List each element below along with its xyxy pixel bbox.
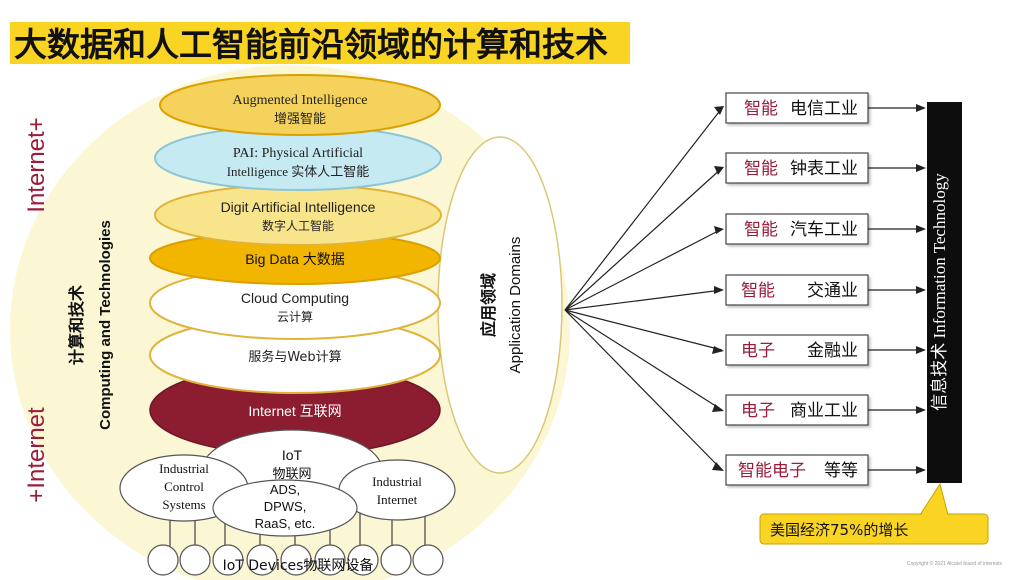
iot-device-circle [412, 544, 444, 576]
industrial-internet-line-1: Industrial [372, 474, 422, 489]
iot-device-circle [147, 544, 179, 576]
big-data-label: Big Data 大数据 [245, 251, 345, 267]
pai-label: PAI: Physical Artificial [233, 146, 363, 161]
iot-label-en: IoT [282, 447, 303, 463]
title-highlight [10, 22, 630, 64]
iot-device-circle [380, 544, 412, 576]
domain-box: 智能 汽车工业 [725, 213, 869, 245]
domain-boxes: 智能 电信工业 智能 钟表工业 智能 汽车工业 智能 交通业 电子 金融业 电子… [725, 92, 869, 486]
plus-internet-label: +Internet [23, 407, 50, 503]
digit-ai-layer [154, 184, 442, 246]
protocols-line-2: DPWS, [264, 499, 307, 514]
domain-suffix: 钟表工业 [790, 159, 858, 179]
iot-device-circle [179, 544, 211, 576]
augmented-intelligence-label-zh: 增强智能 [274, 112, 326, 127]
fan-arrowheads [712, 106, 724, 471]
iot-devices-label: IoT Devices物联网设备 [223, 557, 374, 574]
fan-arrows [564, 107, 723, 471]
domain-suffix: 金融业 [807, 341, 858, 361]
iot-device-circle [212, 544, 244, 576]
ics-line-1: Industrial [159, 461, 209, 476]
augmented-intelligence-layer [159, 74, 441, 136]
domain-box: 智能电子 等等 [725, 454, 869, 486]
it-arrowheads [916, 104, 926, 474]
iot-label-zh: 物联网 [272, 467, 311, 482]
iot-device-circle [280, 544, 312, 576]
growth-callout: 美国经济75%的增长 [759, 482, 989, 545]
digit-ai-label: Digit Artificial Intelligence [221, 199, 376, 215]
iot-hub: IoT 物联网 Industrial Control Systems Indus… [119, 429, 456, 576]
protocols-node [212, 479, 358, 537]
computing-label-zh: 计算和技术 [67, 285, 86, 365]
copyright-text: Copyright © 2021 Alcatel board of intere… [907, 560, 1003, 567]
cloud-computing-label: Cloud Computing [241, 290, 349, 306]
domain-box: 智能 电信工业 [725, 92, 869, 124]
information-technology-bar [927, 102, 962, 483]
it-arrows [868, 107, 918, 471]
domain-suffix: 商业工业 [790, 401, 858, 421]
protocols-line-3: RaaS, etc. [255, 516, 316, 531]
ics-line-3: Systems [162, 497, 205, 512]
domain-prefix: 智能 [744, 159, 778, 179]
domain-suffix: 等等 [824, 461, 858, 481]
domain-suffix: 汽车工业 [790, 220, 858, 240]
digit-ai-label-zh: 数字人工智能 [262, 218, 334, 233]
information-technology-label: 信息技术 Information Technology [930, 173, 949, 411]
pai-label-2: Intelligence 实体人工智能 [227, 164, 370, 179]
application-domains-ellipse [437, 136, 563, 474]
domain-prefix: 智能 [744, 99, 778, 119]
iot-device-circle [314, 544, 346, 576]
layer-stack: Internet 互联网 服务与Web计算 Cloud Computing 云计… [149, 74, 442, 456]
internet-layer-label: Internet 互联网 [248, 403, 341, 419]
domain-prefix: 电子 [741, 401, 775, 421]
protocols-line-1: ADS, [270, 482, 300, 497]
iot-device-circle [246, 544, 278, 576]
internet-plus-label: Internet+ [23, 117, 50, 212]
iot-device-circles [147, 544, 444, 576]
growth-callout-text: 美国经济75%的增长 [770, 521, 908, 539]
domain-prefix: 智能 [741, 281, 775, 301]
domain-prefix: 电子 [741, 341, 775, 361]
domain-box: 电子 金融业 [725, 334, 869, 366]
application-label-en: Application Domains [507, 237, 524, 374]
domain-box: 智能 钟表工业 [725, 152, 869, 184]
domain-box: 智能 交通业 [725, 274, 869, 306]
page-title: 大数据和人工智能前沿领域的计算和技术 [14, 25, 608, 64]
web-services-label: 服务与Web计算 [248, 349, 341, 365]
ics-line-2: Control [164, 479, 204, 494]
application-label-zh: 应用领域 [479, 273, 498, 337]
domain-suffix: 电信工业 [790, 99, 858, 119]
domain-box: 电子 商业工业 [725, 394, 869, 426]
domain-suffix: 交通业 [807, 281, 858, 301]
domain-prefix: 智能电子 [738, 461, 806, 481]
augmented-intelligence-label: Augmented Intelligence [233, 93, 368, 108]
industrial-internet-line-2: Internet [377, 492, 418, 507]
computing-label-en: Computing and Technologies [97, 220, 114, 430]
domain-prefix: 智能 [744, 220, 778, 240]
cloud-computing-label-zh: 云计算 [277, 309, 313, 324]
iot-device-circle [347, 544, 379, 576]
